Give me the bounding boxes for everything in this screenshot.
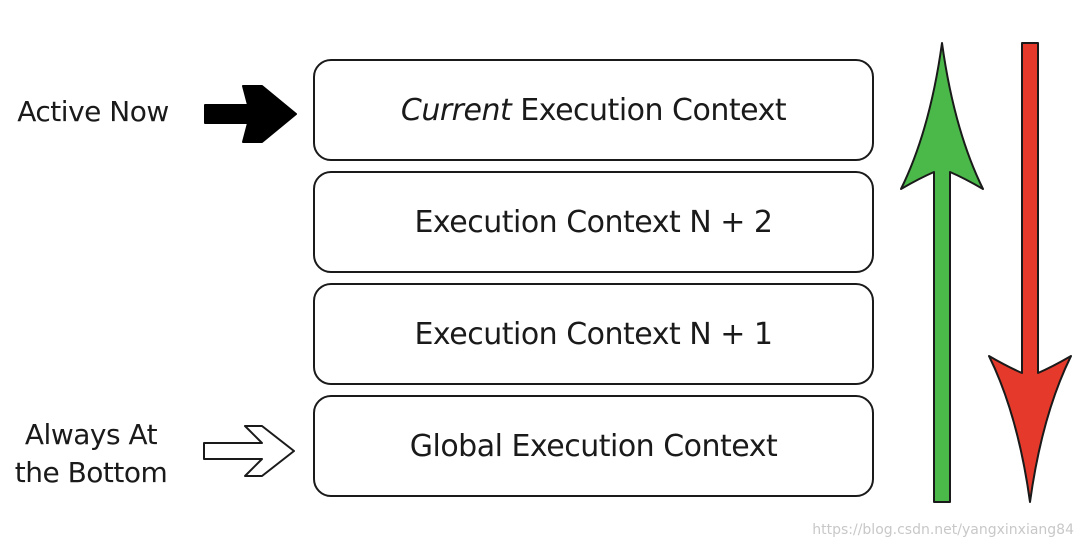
active-now-label: Active Now xyxy=(17,95,169,128)
always-at-bottom-label: Always At the Bottom xyxy=(14,418,168,489)
current-execution-context-label: Current Execution Context xyxy=(400,92,787,128)
current-execution-context-box: Current Execution Context xyxy=(313,59,874,161)
watermark-url: https://blog.csdn.net/yangxinxiang84 xyxy=(812,522,1074,538)
execution-context-n-plus-2-box: Execution Context N + 2 xyxy=(313,171,874,273)
execution-context-n-plus-2-label: Execution Context N + 2 xyxy=(414,204,773,240)
execution-context-n-plus-1-box: Execution Context N + 1 xyxy=(313,283,874,385)
solid-right-arrow-icon xyxy=(204,85,297,143)
global-execution-context-label: Global Execution Context xyxy=(409,428,778,464)
red-down-arrow-icon xyxy=(988,42,1072,503)
outline-right-arrow-icon xyxy=(203,425,295,477)
execution-context-n-plus-1-label: Execution Context N + 1 xyxy=(414,316,773,352)
green-up-arrow-icon xyxy=(900,42,984,503)
current-context-suffix: Execution Context xyxy=(511,92,787,128)
current-italic-text: Current xyxy=(400,92,512,128)
global-execution-context-box: Global Execution Context xyxy=(313,395,874,497)
